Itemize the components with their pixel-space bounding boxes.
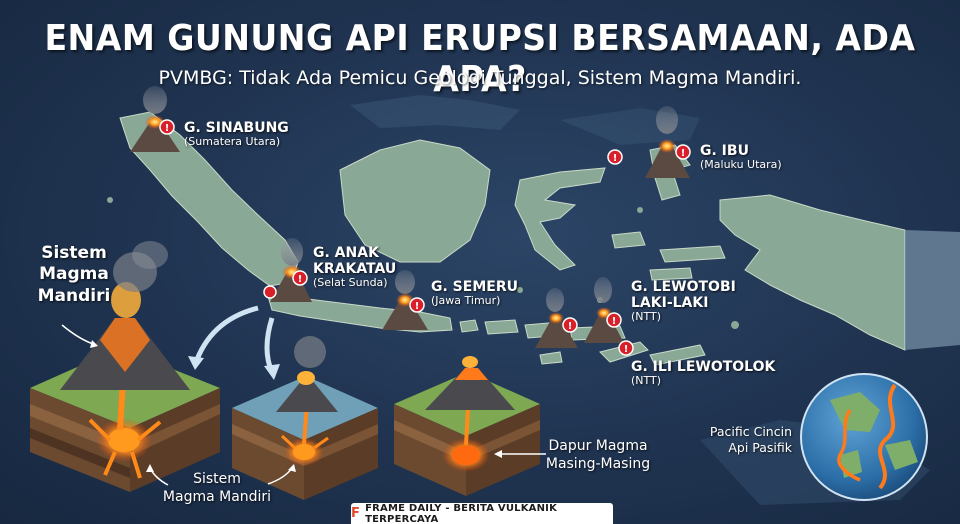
page-subtitle: PVMBG: Tidak Ada Pemicu Geologi Tunggal,… bbox=[158, 67, 802, 89]
arrow-to-block-2 bbox=[192, 305, 259, 366]
label-ili-lewotolok: G. ILI LEWOTOLOK (NTT) bbox=[631, 359, 776, 388]
svg-text:!: ! bbox=[165, 123, 170, 134]
svg-text:!: ! bbox=[613, 153, 618, 164]
label-lewotobi: G. LEWOTOBI LAKI-LAKI (NTT) bbox=[631, 279, 736, 324]
svg-text:!: ! bbox=[681, 148, 686, 159]
footer-credit: F FRAME DAILY - BERITA VULKANIK TERPERCA… bbox=[351, 503, 613, 524]
page-title: ENAM GUNUNG API ERUPSI BERSAMAAN, ADA AP… bbox=[44, 18, 916, 100]
volcano-marker-krakatau: ! bbox=[263, 238, 312, 302]
volcano-marker-ibu: ! ! bbox=[607, 106, 691, 178]
label-sinabung: G. SINABUNG (Sumatera Utara) bbox=[184, 120, 289, 149]
arrow-to-block-3 bbox=[264, 317, 275, 374]
borneo-island bbox=[339, 139, 491, 263]
magma-chamber-caption: Dapur Magma Masing-Masing bbox=[545, 438, 651, 472]
pacific-globe bbox=[800, 373, 928, 501]
cross-section-3 bbox=[394, 356, 540, 496]
cross-section-main bbox=[30, 241, 220, 492]
volcano-marker-sinabung: ! bbox=[130, 86, 180, 152]
papua-island bbox=[719, 194, 906, 351]
svg-text:!: ! bbox=[612, 316, 617, 327]
volcano-marker-semeru: ! bbox=[382, 270, 428, 330]
svg-text:!: ! bbox=[624, 344, 629, 355]
ring-of-fire-label: Pacific Cincin Api Pasifik bbox=[709, 424, 792, 455]
svg-text:!: ! bbox=[415, 301, 420, 312]
volcano-marker-lewotobi-2: ! ! bbox=[584, 277, 634, 356]
cross-section-2 bbox=[232, 336, 378, 500]
footer-text: FRAME DAILY - BERITA VULKANIK TERPERCAYA bbox=[365, 502, 558, 524]
magma-system-title: Sistem Magma Mandiri bbox=[37, 243, 111, 306]
label-anak-krakatau: G. ANAK KRAKATAU (Selat Sunda) bbox=[313, 245, 397, 290]
svg-text:!: ! bbox=[568, 321, 573, 332]
sulawesi-island bbox=[514, 167, 606, 271]
svg-text:!: ! bbox=[298, 274, 303, 285]
frame-daily-logo-icon: F bbox=[351, 506, 361, 521]
volcano-marker-lewotobi-1: ! bbox=[535, 288, 578, 348]
label-ibu: G. IBU (Maluku Utara) bbox=[700, 143, 782, 172]
magma-system-caption: Sistem Magma Mandiri bbox=[162, 471, 272, 505]
label-semeru: G. SEMERU (Jawa Timur) bbox=[431, 279, 518, 308]
